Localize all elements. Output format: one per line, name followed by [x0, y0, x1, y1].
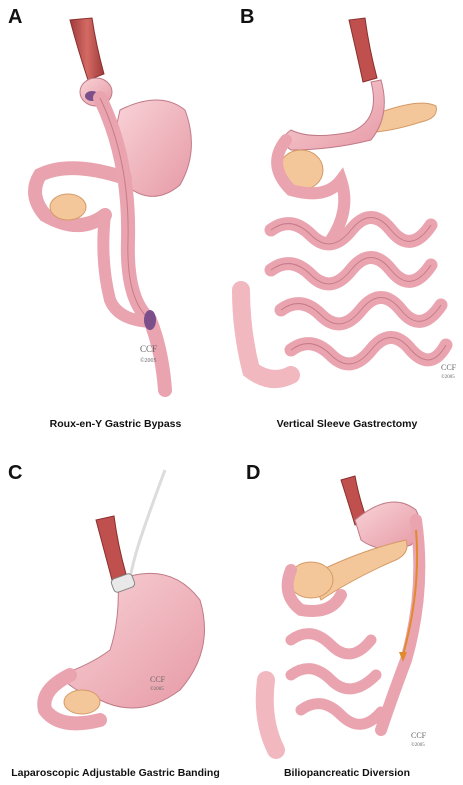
- port-tubing: [130, 470, 165, 580]
- stomach: [355, 502, 420, 549]
- caption-biliopancreatic-diversion: Biliopancreatic Diversion: [231, 767, 463, 779]
- colon: [265, 680, 276, 750]
- esophagus: [96, 516, 126, 580]
- sleeve-gastrectomy-illustration: CCF ©2005: [231, 0, 463, 400]
- small-intestine: [291, 634, 381, 725]
- caption-gastric-banding: Laparoscopic Adjustable Gastric Banding: [0, 767, 231, 779]
- credit-a: CCF: [140, 344, 157, 354]
- credit-b: CCF: [441, 363, 457, 372]
- pancreas: [50, 194, 86, 220]
- credit-year-a: ©2005: [140, 357, 157, 364]
- credit-c: CCF: [150, 675, 166, 684]
- small-intestine: [271, 218, 446, 364]
- sleeve-stomach: [284, 80, 385, 150]
- caption-sleeve-gastrectomy: Vertical Sleeve Gastrectomy: [231, 418, 463, 430]
- pancreas: [64, 690, 100, 714]
- pancreas: [376, 103, 436, 132]
- stomach: [60, 573, 205, 708]
- caption-roux-en-y: Roux-en-Y Gastric Bypass: [0, 418, 231, 430]
- roux-en-y-illustration: CCF ©2005: [0, 0, 231, 400]
- common-channel: [150, 320, 165, 390]
- biliopancreatic-diversion-illustration: CCF ©2005: [231, 450, 463, 760]
- esophagus: [349, 18, 377, 82]
- credit-d: CCF: [411, 731, 427, 740]
- credit-year-b: ©2005: [441, 374, 455, 380]
- credit-year-d: ©2005: [411, 742, 425, 748]
- gastric-banding-illustration: CCF ©2005: [0, 450, 231, 760]
- esophagus: [70, 18, 104, 80]
- credit-year-c: ©2005: [150, 686, 164, 692]
